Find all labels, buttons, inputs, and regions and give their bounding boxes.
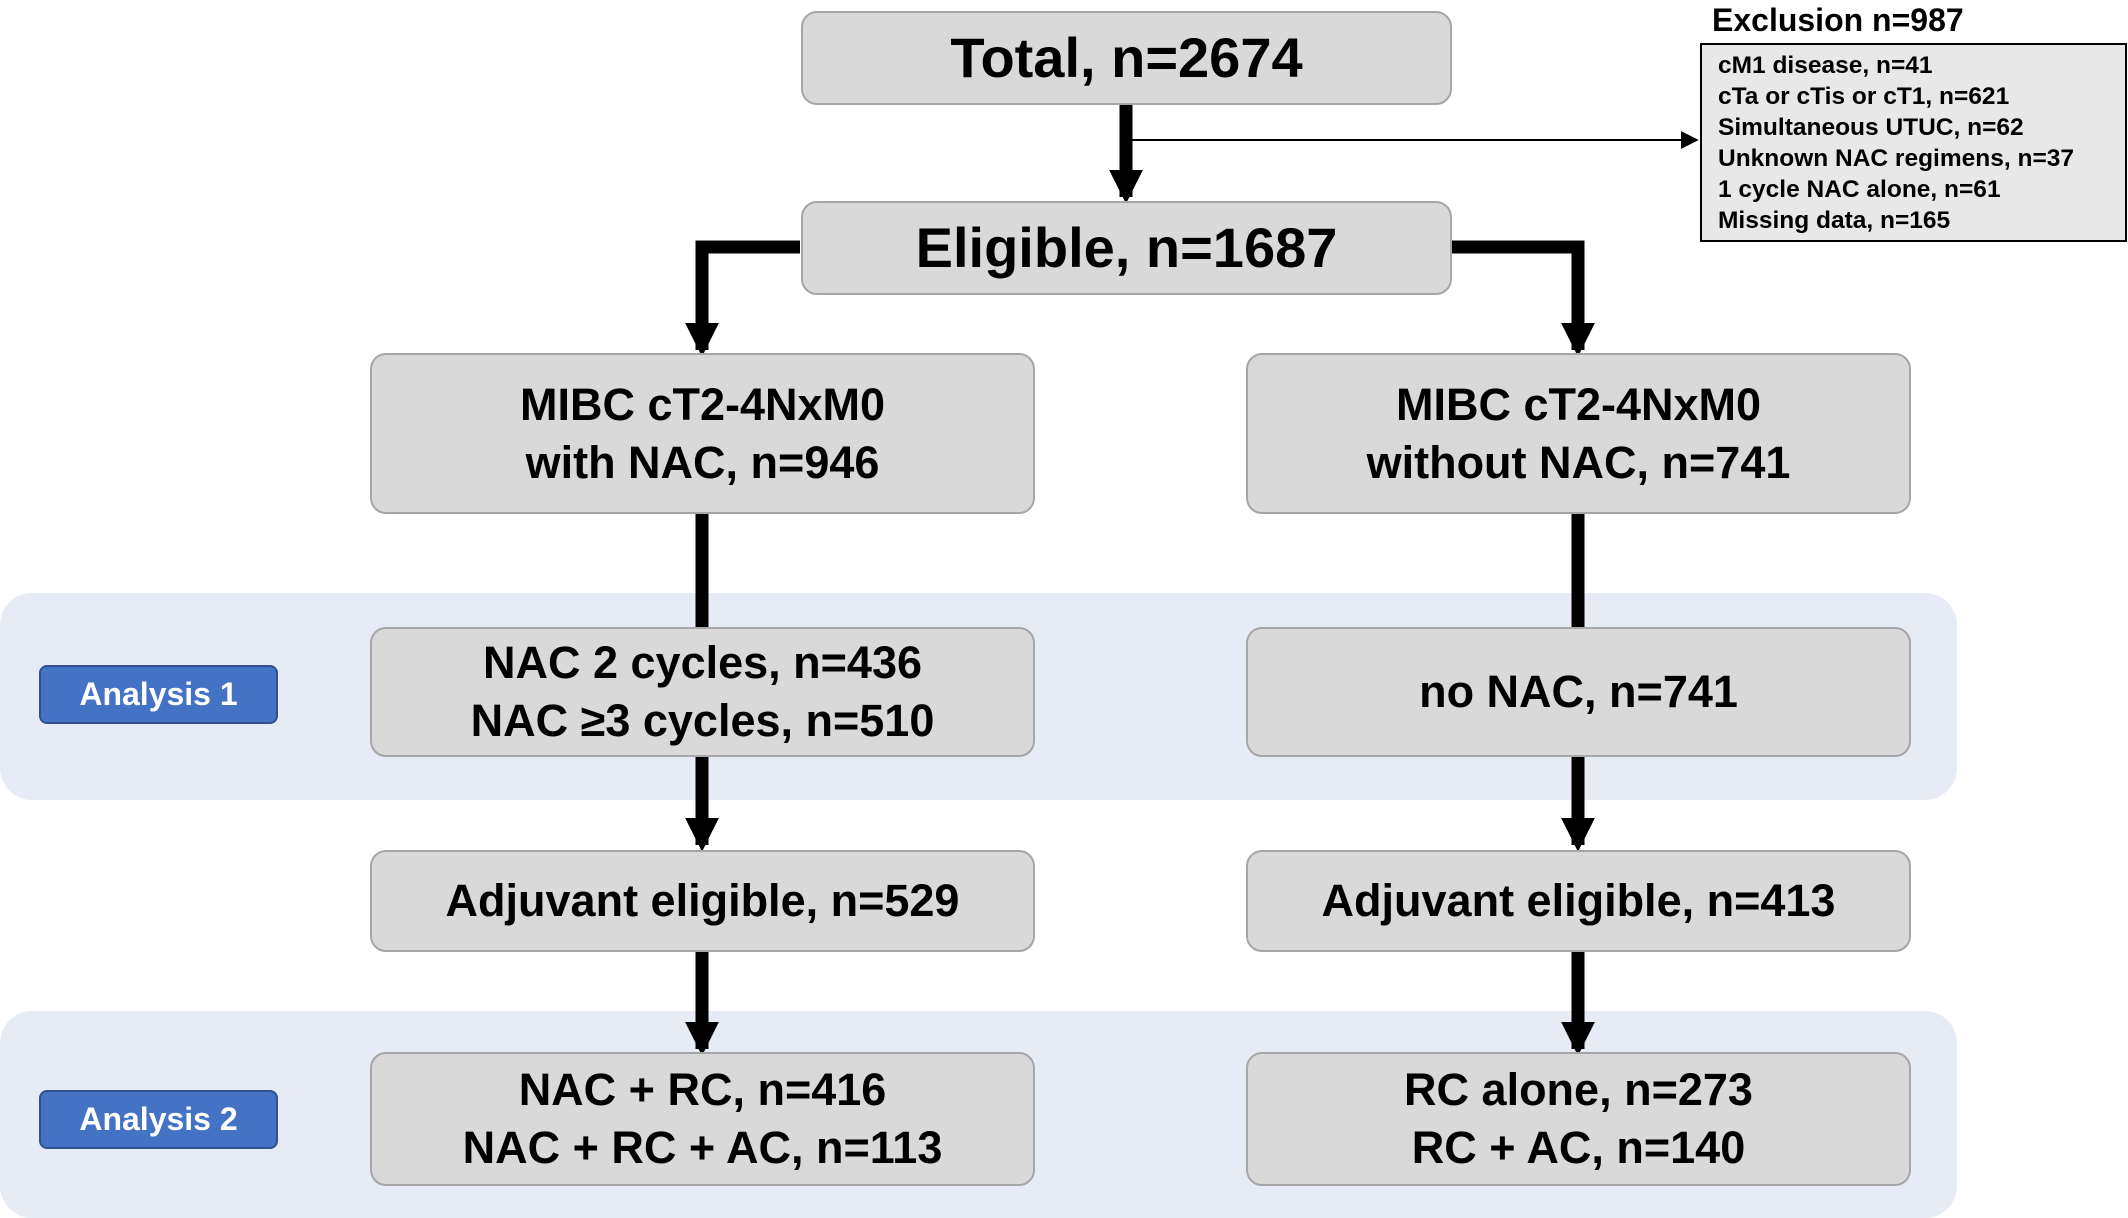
analysis-1-tag: Analysis 1 xyxy=(39,665,278,724)
right-cohort-box: MIBC cT2-4NxM0 without NAC, n=741 xyxy=(1246,353,1911,514)
left-cohort-line-1: MIBC cT2-4NxM0 xyxy=(519,378,886,430)
exclusion-title: Exclusion n=987 xyxy=(1712,2,1964,38)
exclusion-item: Simultaneous UTUC, n=62 xyxy=(1718,114,2024,141)
arrow-eligible-to-left xyxy=(685,240,800,357)
right-cohort-line-2: without NAC, n=741 xyxy=(1366,436,1791,488)
left-cycles-box: NAC 2 cycles, n=436 NAC ≥3 cycles, n=510 xyxy=(370,627,1035,757)
right-treatment-line-2: RC + AC, n=140 xyxy=(1411,1122,1746,1173)
exclusion-box: cM1 disease, n=41 cTa or cTis or cT1, n=… xyxy=(1700,43,2127,242)
eligible-label: Eligible, n=1687 xyxy=(915,216,1338,280)
exclusion-item: cM1 disease, n=41 xyxy=(1718,52,1933,79)
left-treatment-line-1: NAC + RC, n=416 xyxy=(518,1064,887,1116)
left-treatment-box: NAC + RC, n=416 NAC + RC + AC, n=113 xyxy=(370,1052,1035,1186)
left-cycles-line-2: NAC ≥3 cycles, n=510 xyxy=(470,695,935,746)
exclusion-item: 1 cycle NAC alone, n=61 xyxy=(1718,176,2001,203)
left-adjuvant-label: Adjuvant eligible, n=529 xyxy=(445,875,960,927)
left-adjuvant-box: Adjuvant eligible, n=529 xyxy=(370,850,1035,952)
left-cycles-line-1: NAC 2 cycles, n=436 xyxy=(482,637,922,689)
right-treatment-box: RC alone, n=273 RC + AC, n=140 xyxy=(1246,1052,1911,1186)
eligible-box: Eligible, n=1687 xyxy=(801,201,1452,295)
total-label: Total, n=2674 xyxy=(950,26,1303,90)
right-treatment-line-1: RC alone, n=273 xyxy=(1404,1064,1753,1116)
right-cycles-label: no NAC, n=741 xyxy=(1419,666,1738,718)
right-cycles-box: no NAC, n=741 xyxy=(1246,627,1911,757)
right-adjuvant-label: Adjuvant eligible, n=413 xyxy=(1321,875,1836,927)
left-cohort-box: MIBC cT2-4NxM0 with NAC, n=946 xyxy=(370,353,1035,514)
total-box: Total, n=2674 xyxy=(801,11,1452,105)
exclusion-item: cTa or cTis or cT1, n=621 xyxy=(1718,83,2010,110)
right-cohort-line-1: MIBC cT2-4NxM0 xyxy=(1395,378,1762,430)
exclusion-item: Unknown NAC regimens, n=37 xyxy=(1718,145,2075,172)
analysis-2-tag: Analysis 2 xyxy=(39,1090,278,1149)
right-adjuvant-box: Adjuvant eligible, n=413 xyxy=(1246,850,1911,952)
arrow-eligible-to-right xyxy=(1452,240,1595,357)
exclusion-item: Missing data, n=165 xyxy=(1718,207,1951,234)
left-treatment-line-2: NAC + RC + AC, n=113 xyxy=(462,1122,943,1173)
left-cohort-line-2: with NAC, n=946 xyxy=(525,436,880,488)
